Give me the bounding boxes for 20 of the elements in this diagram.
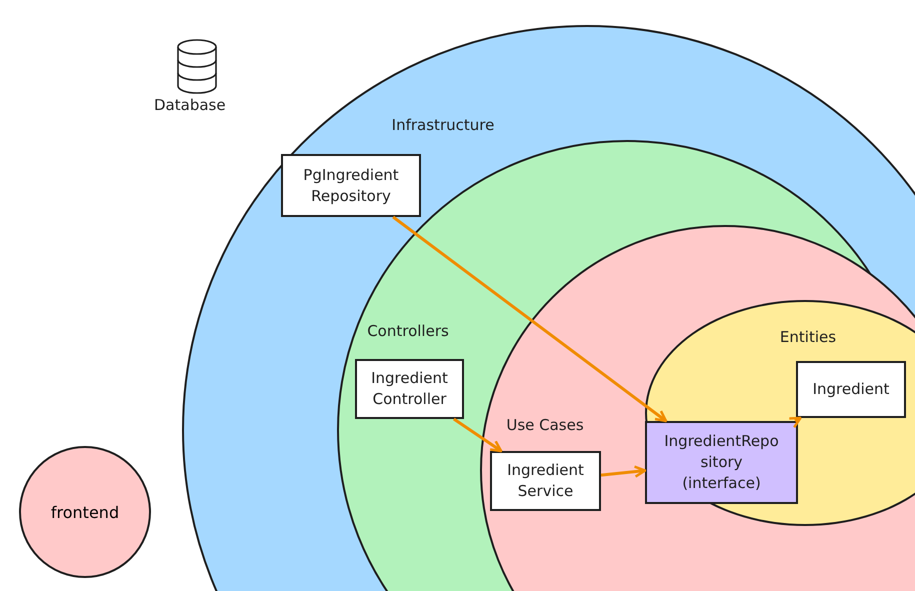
node-label: IngredientRepo sitory (interface) xyxy=(663,431,780,494)
node-label: frontend xyxy=(50,502,120,522)
component-box xyxy=(281,154,421,217)
layer-label: Use Cases xyxy=(506,416,584,434)
layer-label: Controllers xyxy=(367,322,449,340)
node-label: Ingredient Service xyxy=(506,460,585,502)
arrow xyxy=(453,418,502,452)
layer-label: Entities xyxy=(780,328,836,346)
component-box xyxy=(645,421,798,504)
arrow xyxy=(392,216,668,422)
node-label: Ingredient xyxy=(812,379,890,400)
arrow xyxy=(788,416,802,429)
component-box xyxy=(490,451,601,511)
node-label: Ingredient Controller xyxy=(370,368,449,410)
arrow xyxy=(600,465,646,478)
node-label: PgIngredient Repository xyxy=(302,164,400,206)
component-box xyxy=(355,359,464,419)
store-label: Database xyxy=(154,96,226,114)
layer-label: Infrastructure xyxy=(392,116,494,134)
component-box xyxy=(796,361,906,418)
